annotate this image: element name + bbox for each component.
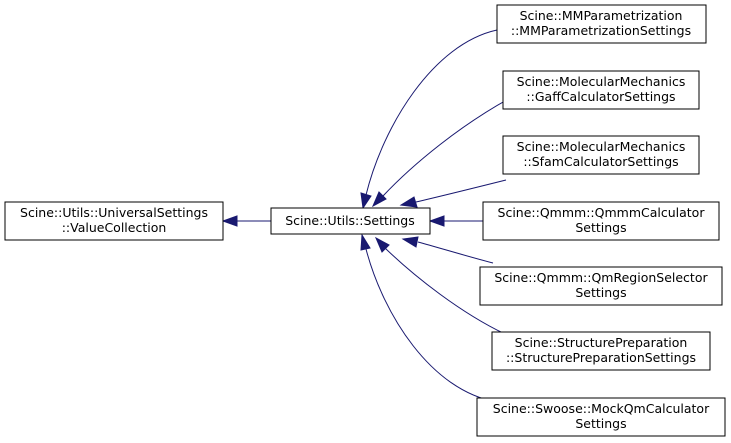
node-mm-parametrization-line2: ::MMParametrizationSettings [511, 23, 691, 38]
node-qm-region-selector-line2: Settings [575, 285, 626, 300]
node-mm-parametrization[interactable]: Scine::MMParametrization ::MMParametriza… [496, 4, 707, 44]
node-gaff-calculator-line1: Scine::MolecularMechanics [517, 74, 686, 89]
edge-sfam-calculator-to-settings [399, 179, 507, 208]
node-settings[interactable]: Scine::Utils::Settings [270, 207, 431, 235]
node-structure-preparation-line2: ::StructurePreparationSettings [506, 350, 696, 365]
edge-qm-region-selector-to-settings [401, 236, 494, 264]
node-sfam-calculator-line2: ::SfamCalculatorSettings [523, 154, 678, 169]
node-gaff-calculator-line2: ::GaffCalculatorSettings [526, 89, 675, 104]
node-gaff-calculator[interactable]: Scine::MolecularMechanics ::GaffCalculat… [502, 70, 700, 110]
node-structure-preparation[interactable]: Scine::StructurePreparation ::StructureP… [491, 331, 711, 371]
node-mock-qm-calculator-line2: Settings [575, 416, 626, 431]
node-qm-region-selector-line1: Scine::Qmmm::QmRegionSelector [494, 270, 708, 285]
edge-gaff-calculator-to-settings [371, 96, 513, 208]
edge-settings-to-value-collection [221, 215, 271, 227]
node-value-collection[interactable]: Scine::Utils::UniversalSettings ::ValueC… [4, 201, 224, 241]
node-qm-region-selector[interactable]: Scine::Qmmm::QmRegionSelector Settings [479, 266, 723, 306]
node-qmmm-calculator[interactable]: Scine::Qmmm::QmmmCalculator Settings [482, 201, 720, 241]
node-settings-line1: Scine::Utils::Settings [285, 213, 415, 228]
node-sfam-calculator[interactable]: Scine::MolecularMechanics ::SfamCalculat… [502, 135, 700, 175]
node-sfam-calculator-line1: Scine::MolecularMechanics [517, 139, 686, 154]
node-mock-qm-calculator-line1: Scine::Swoose::MockQmCalculator [493, 401, 710, 416]
node-value-collection-line2: ::ValueCollection [62, 220, 167, 235]
edge-mm-parametrization-to-settings [360, 29, 498, 210]
edge-mock-qm-calculator-to-settings [360, 233, 498, 403]
node-mm-parametrization-line1: Scine::MMParametrization [520, 8, 683, 23]
node-value-collection-line1: Scine::Utils::UniversalSettings [20, 205, 208, 220]
node-qmmm-calculator-line1: Scine::Qmmm::QmmmCalculator [498, 205, 706, 220]
node-structure-preparation-line1: Scine::StructurePreparation [515, 335, 688, 350]
edge-qmmm-calculator-to-settings [428, 215, 483, 227]
node-mock-qm-calculator[interactable]: Scine::Swoose::MockQmCalculator Settings [476, 397, 726, 437]
node-qmmm-calculator-line2: Settings [575, 220, 626, 235]
edge-structure-preparation-to-settings [374, 236, 506, 335]
